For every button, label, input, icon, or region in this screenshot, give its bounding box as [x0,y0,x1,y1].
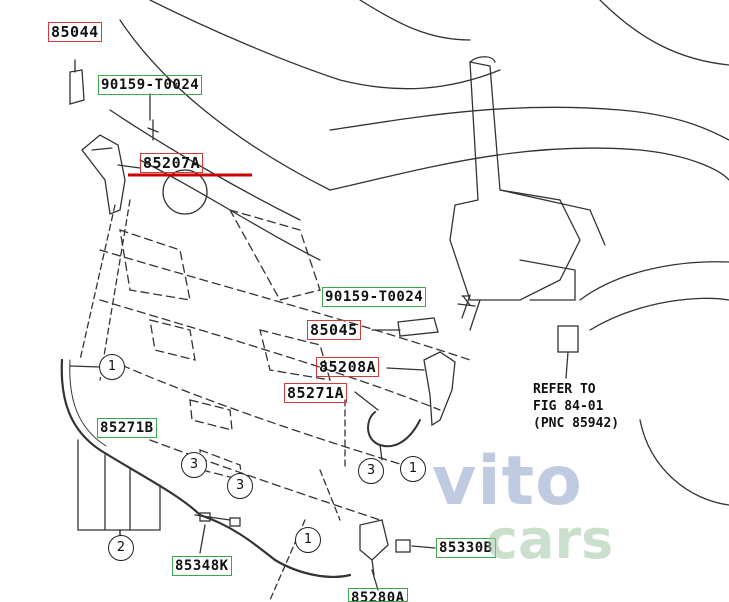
callout-1-right: 1 [400,456,426,482]
refer-note: REFER TO FIG 84-01 (PNC 85942) [533,381,619,432]
refer-line-1: REFER TO [533,382,596,397]
refer-line-3: (PNC 85942) [533,416,620,431]
label-85348k: 85348K [172,556,232,576]
watermark-vito: vito [432,442,583,521]
callout-2: 2 [108,535,134,561]
label-85208a: 85208A [316,357,380,377]
refer-line-2: FIG 84-01 [533,399,604,414]
label-90159-t0024-upper: 90159-T0024 [98,75,203,95]
label-85271a: 85271A [284,383,348,403]
watermark-cars: cars [486,508,614,571]
callout-1-left: 1 [99,354,125,380]
callout-3-mid: 3 [227,473,253,499]
label-90159-t0024-lower: 90159-T0024 [322,287,427,307]
label-85271b: 85271B [97,418,157,438]
label-85045: 85045 [307,320,361,340]
callout-3-left: 3 [181,452,207,478]
label-85207a: 85207A [140,153,204,173]
label-85330b: 85330B [436,538,496,558]
callout-3-right: 3 [358,458,384,484]
label-85044: 85044 [48,22,102,42]
callout-1-bottom: 1 [295,527,321,553]
